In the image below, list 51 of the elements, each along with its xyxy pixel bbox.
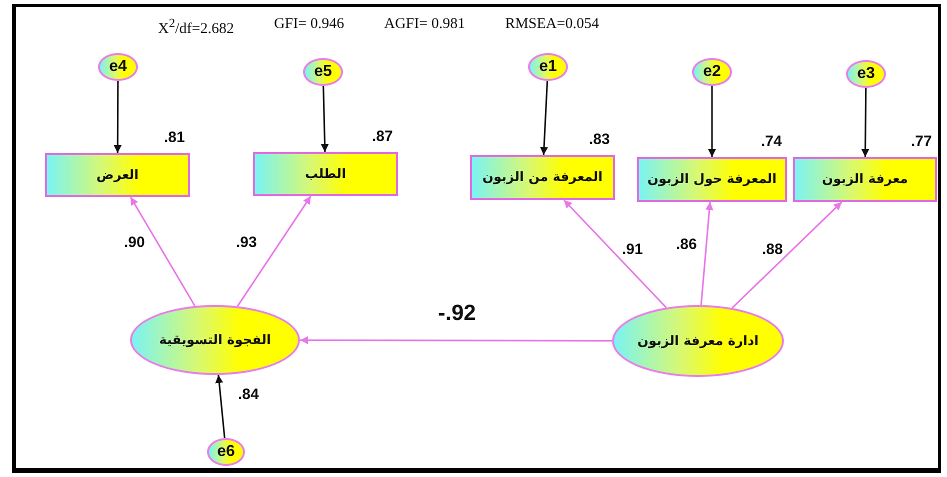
arrow bbox=[215, 374, 226, 438]
observed-variable-box bbox=[793, 157, 937, 202]
fit-index: AGFI= 0.981 bbox=[384, 16, 466, 34]
arrow bbox=[540, 80, 548, 156]
node-label: e3 bbox=[857, 65, 875, 83]
r-squared-value: .77 bbox=[911, 133, 932, 150]
node-label: e2 bbox=[703, 63, 721, 81]
fit-index: X$^{2}$/df=2.682 bbox=[158, 16, 234, 38]
r-squared-value: .74 bbox=[761, 133, 782, 150]
arrow bbox=[114, 81, 122, 153]
observed-variable-box bbox=[637, 157, 787, 202]
r-squared-value: .87 bbox=[372, 128, 393, 145]
arrow bbox=[130, 196, 196, 306]
node-label: e1 bbox=[539, 58, 557, 76]
path-coefficient: -.92 bbox=[438, 300, 476, 326]
node-label: العرض bbox=[96, 168, 139, 182]
error-term-ellipse bbox=[303, 58, 343, 86]
node-label: e5 bbox=[314, 63, 332, 81]
error-term-ellipse bbox=[846, 60, 886, 88]
node-label: e4 bbox=[109, 58, 127, 76]
node-label: الفجوة التسويقية bbox=[159, 332, 271, 348]
arrow bbox=[732, 201, 842, 309]
arrow bbox=[236, 196, 312, 307]
node-label: الطلب bbox=[304, 166, 346, 182]
node-label: e6 bbox=[217, 443, 235, 461]
node-label: ادارة معرفة الزبون bbox=[637, 334, 759, 348]
arrow bbox=[708, 86, 716, 157]
observed-variable-box bbox=[253, 152, 398, 196]
arrow bbox=[700, 202, 714, 306]
path-coefficient: .84 bbox=[238, 386, 259, 403]
path-coefficient: .93 bbox=[236, 234, 257, 251]
observed-variable-box bbox=[45, 153, 190, 197]
node-label: المعرفة من الزبون bbox=[482, 170, 603, 185]
fit-index: RMSEA=0.054 bbox=[505, 16, 599, 34]
error-term-ellipse bbox=[98, 53, 138, 81]
path-coefficient: .90 bbox=[124, 234, 145, 251]
node-label: معرفة الزبون bbox=[822, 172, 908, 187]
node-label: المعرفة حول الزبون bbox=[647, 172, 777, 187]
arrow bbox=[300, 336, 612, 344]
r-squared-value: .81 bbox=[164, 129, 185, 146]
error-term-ellipse bbox=[692, 58, 732, 86]
r-squared-value: .83 bbox=[589, 131, 610, 148]
observed-variable-box bbox=[470, 155, 615, 200]
arrow bbox=[861, 88, 870, 157]
fit-index: GFI= 0.946 bbox=[274, 16, 344, 34]
error-term-ellipse bbox=[528, 53, 568, 81]
path-coefficient: .86 bbox=[676, 236, 697, 253]
path-coefficient: .88 bbox=[762, 241, 783, 258]
error-term-ellipse bbox=[207, 438, 245, 466]
arrow bbox=[320, 86, 329, 152]
path-coefficient: .91 bbox=[622, 241, 643, 258]
